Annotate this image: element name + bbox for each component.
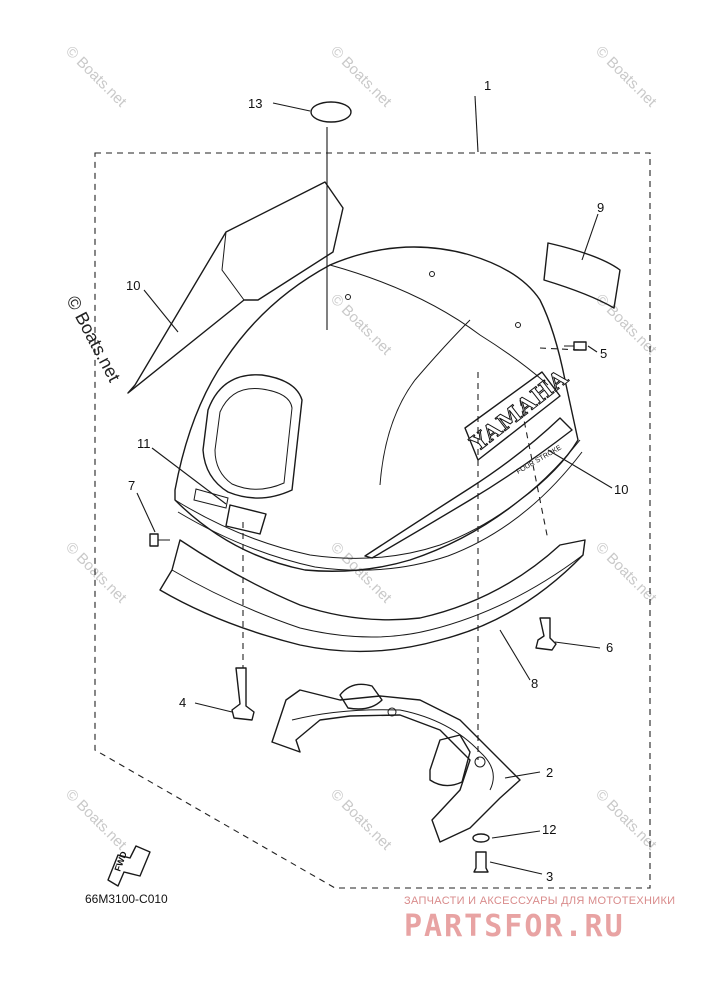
watermark: © Boats.net [327,43,395,111]
leader-line [581,213,599,261]
top-cowling-outline [174,246,579,572]
fwd-label: FWD [112,850,129,873]
top-cowling-ridge [329,264,549,386]
part-label: 12 [542,822,556,837]
part-label: 11 [137,436,151,451]
top-cowling-lower-band [177,451,583,571]
leader-line [491,830,541,839]
intake-duct-top [339,683,383,710]
watermark: © Boats.net [592,43,660,111]
brand-decal [464,371,561,461]
frame-hole [474,756,486,768]
watermark: © Boats.net [327,291,395,359]
leader-line [499,629,531,681]
part-label: 9 [597,200,604,215]
pin-7 [149,533,159,547]
part-label: 3 [546,869,553,884]
watermark: © Boats.net [62,43,130,111]
leader-line [547,449,613,489]
promo-tagline: ЗАПЧАСТИ И АКСЕССУАРЫ ДЛЯ МОТОТЕХНИКИ [404,895,675,907]
leader-line [554,641,601,649]
top-cowling-ridge [379,319,471,486]
leader-line [474,95,479,153]
part-label: 2 [546,765,553,780]
intake-duct-rear [429,734,471,787]
model-badge [225,504,267,535]
bracket-left [231,667,255,721]
part-label: 10 [126,278,140,293]
side-watermark: © Boats.net [62,292,124,385]
air-intake-outer [202,374,303,499]
screw-5 [573,341,587,351]
part-label: 1 [484,78,491,93]
leader-line [136,492,156,533]
projection-line [519,399,549,541]
washer [472,833,490,843]
leader-line [587,345,598,353]
part-label: 5 [600,346,607,361]
side-decal-left [127,181,344,394]
leader-line [143,289,179,333]
leader-line [504,771,541,779]
part-label: 4 [179,695,186,710]
top-cowling [174,246,583,572]
frame-hole [387,707,397,717]
cowling-hole [515,322,521,328]
part-label: 7 [128,478,135,493]
watermark: © Boats.net [62,786,130,854]
brand-decal-text: YAMAHA [465,364,574,457]
top-cowling-lower-band [174,439,581,559]
cowling-hole [345,294,351,300]
leader-line [272,102,311,112]
bracket-right [535,617,557,651]
stripe-decal [364,417,573,559]
fwd-arrow: FWD [107,845,151,887]
part-label: 8 [531,676,538,691]
watermark: © Boats.net [327,786,395,854]
leader-line [194,702,233,713]
watermark: © Boats.net [62,539,130,607]
side-decal-left-inner [221,231,245,301]
cowling-hole [429,271,435,277]
part-label: 13 [248,96,262,111]
part-label: 6 [606,640,613,655]
air-intake-inner [214,387,293,490]
lower-frame-inner [291,709,494,791]
assembly-boundary [94,152,651,889]
rear-decal-plate [543,242,621,309]
model-badge-logo [193,488,229,509]
cowling-seal-inner [171,554,584,638]
grommet [310,101,352,123]
lower-seal-frame [271,683,521,843]
stripe-decal-text: FOUR STROKE [516,444,564,476]
leader-line [151,447,227,505]
leader-line [489,861,543,875]
part-number-labels: 1 2 3 4 5 6 7 8 9 10 10 11 12 13 [126,78,628,884]
promo-site[interactable]: PARTSFOR.RU [404,909,625,944]
lower-frame-outline [271,689,521,843]
drawing-code: 66M3100-C010 [85,892,168,906]
watermark: © Boats.net [327,539,395,607]
bolt-3 [473,851,489,873]
part-label: 10 [614,482,628,497]
